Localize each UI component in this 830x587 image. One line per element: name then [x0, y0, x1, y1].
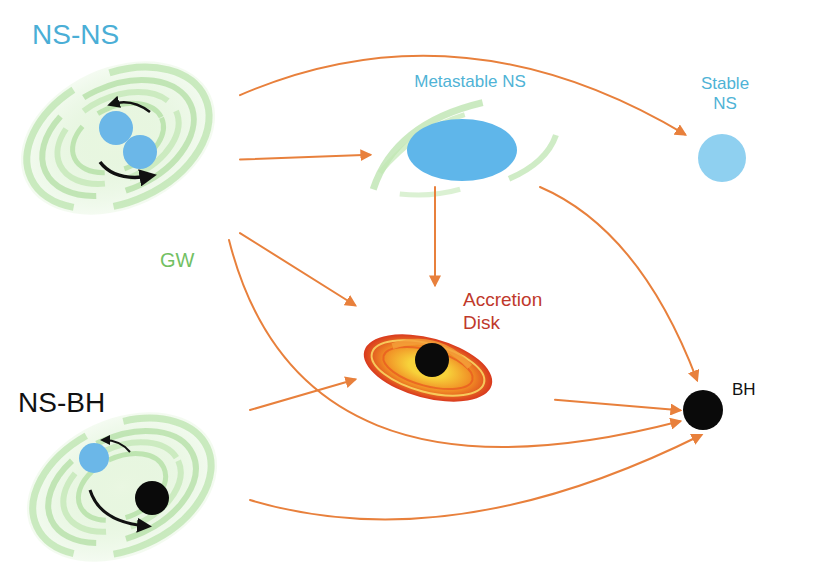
black-hole [683, 390, 723, 430]
flow-arrow [250, 380, 355, 411]
black-hole [135, 481, 169, 515]
gw-swirl [0, 31, 240, 244]
orbit-arrow [104, 440, 130, 452]
node-label: Accretion Disk [463, 289, 555, 335]
gw-swirl [3, 383, 242, 587]
remnant-node: Metastable NS [370, 72, 570, 187]
wave-label: GW [160, 248, 194, 272]
merger-system: NS-BH [10, 380, 250, 580]
orbit-arrow [100, 162, 150, 177]
neutron-star [123, 135, 157, 169]
flow-arrow [250, 435, 701, 519]
flow-arrow [229, 240, 680, 447]
flow-arrow [555, 400, 680, 411]
orbit-arrow [90, 490, 146, 526]
node-label: Metastable NS [370, 72, 570, 92]
gw-swirl [360, 89, 563, 207]
flow-arrow [240, 233, 355, 305]
neutron-star [79, 443, 109, 473]
node-label: Stable NS [695, 74, 755, 115]
remnant-node: Stable NS [685, 72, 765, 192]
flow-arrow [240, 155, 370, 160]
stable-star [698, 134, 746, 182]
metastable-star [407, 119, 517, 181]
node-label: BH [732, 380, 765, 400]
flow-arrow [540, 187, 697, 380]
accretion-disk [356, 322, 499, 414]
node-label: NS-NS [32, 18, 182, 52]
disk-node: Accretion Disk [355, 285, 555, 420]
node-label: NS-BH [18, 386, 178, 420]
black-hole [415, 343, 449, 377]
merger-system: NS-NS [20, 10, 240, 240]
neutron-star [99, 111, 133, 145]
flow-arrow [434, 187, 436, 285]
black-hole-node: BH [680, 380, 765, 435]
orbit-arrow [112, 102, 150, 112]
flow-arrow [240, 56, 685, 135]
